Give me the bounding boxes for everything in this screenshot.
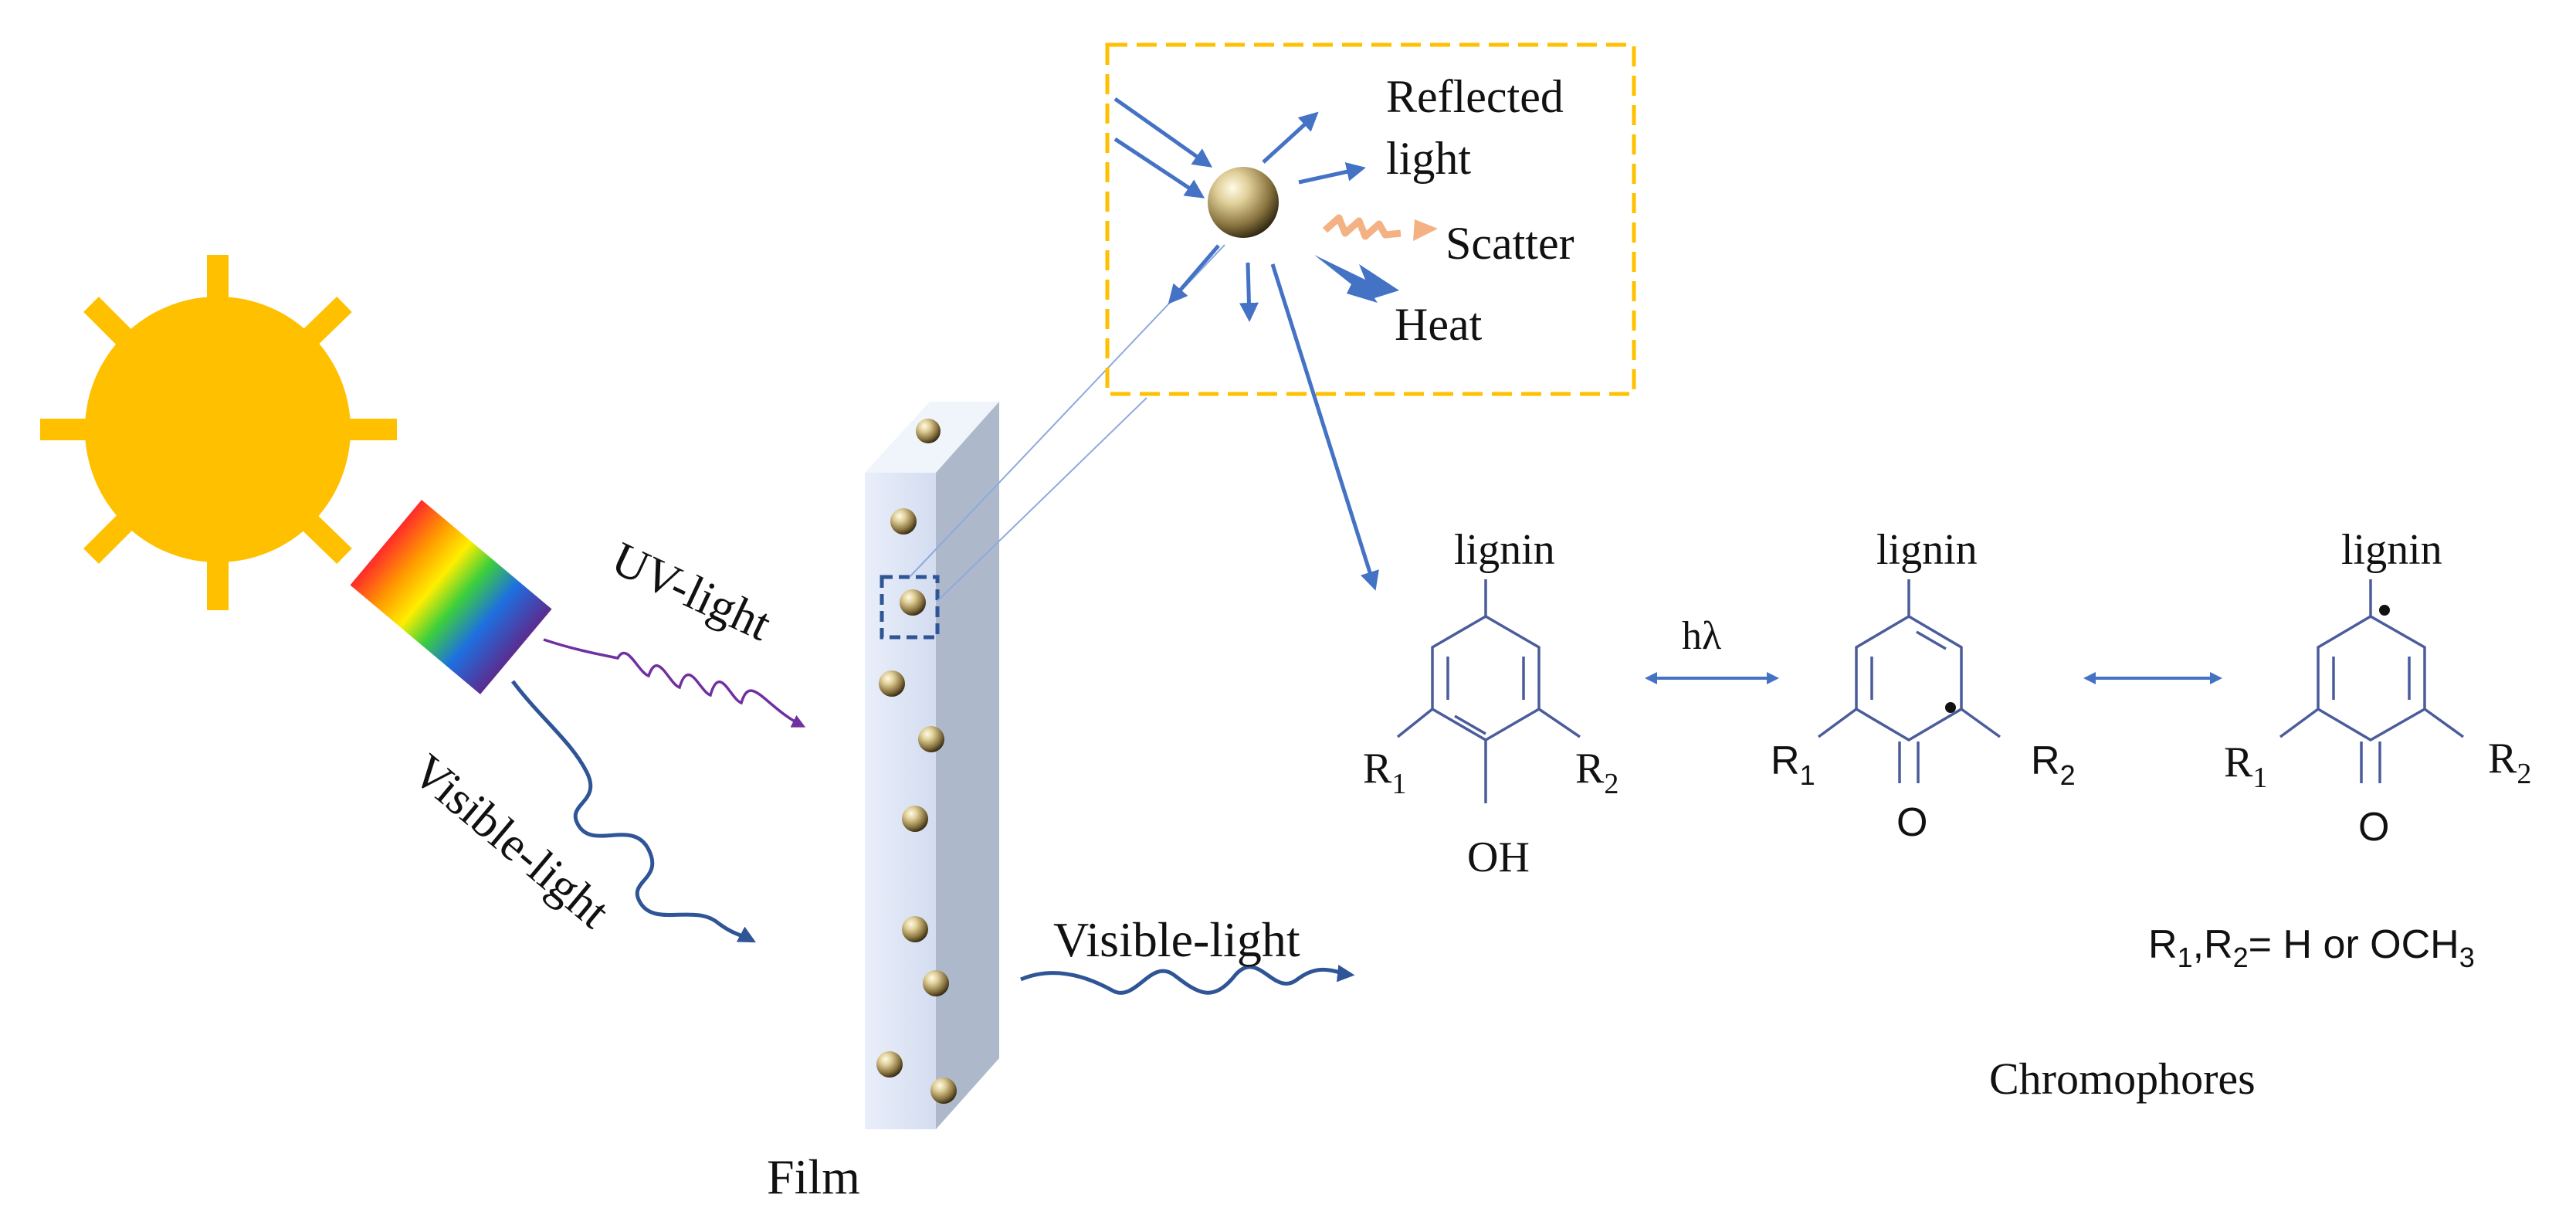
film-particles — [876, 419, 957, 1104]
particle — [890, 508, 917, 535]
scatter-label: Scatter — [1446, 218, 1574, 269]
s1-r2-label: R2 — [1575, 745, 1618, 800]
structure-lignin-phenol — [1396, 579, 1581, 803]
s3-bottom-label: O — [2358, 805, 2389, 850]
film-side-face — [936, 402, 999, 1129]
structure-quinoid-radical — [2279, 579, 2465, 783]
visible-light-incoming-wave — [511, 680, 756, 943]
scatter-arrow — [1323, 214, 1402, 240]
s2-bottom-label: O — [1896, 800, 1927, 845]
uv-light-label: UV-light — [604, 532, 778, 651]
sun-ray — [287, 500, 352, 565]
sun-ray — [83, 297, 147, 360]
s1-top-label: lignin — [1454, 526, 1555, 574]
particle — [923, 970, 949, 996]
sun-ray — [287, 296, 352, 361]
scatter-arrow-head — [1413, 219, 1438, 241]
particle — [902, 916, 928, 942]
particle — [918, 726, 944, 752]
particle — [902, 806, 928, 832]
reflected-ray — [1262, 111, 1319, 164]
s2-top-label: lignin — [1876, 526, 1978, 574]
film-label: Film — [767, 1149, 860, 1204]
s1-r1-label: R1 — [1363, 745, 1406, 800]
reflected-ray — [1239, 262, 1259, 322]
particle — [930, 1078, 957, 1104]
incident-ray — [1113, 97, 1213, 168]
sun-ray — [83, 501, 147, 564]
chromophores-label: Chromophores — [1989, 1054, 2256, 1104]
light-spectrum-icon — [350, 500, 552, 694]
visible-light-outgoing-wave — [1020, 965, 1355, 995]
pointer-arrow — [1270, 263, 1379, 591]
particle — [879, 670, 905, 697]
reflected-light-label-2: light — [1386, 133, 1471, 184]
particle — [876, 1051, 903, 1078]
zoom-line — [937, 397, 1147, 602]
substituent-definition: R1,R2= H or OCH3 — [2148, 922, 2475, 973]
film-front-face — [865, 473, 936, 1129]
s3-r1-label: R1 — [2224, 738, 2267, 794]
uv-light-wave — [543, 638, 806, 728]
zoomed-particle — [1208, 167, 1279, 238]
film-block — [865, 402, 999, 1129]
structure-phenoxy-radical — [1817, 579, 2001, 783]
s2-radical-dot — [1945, 702, 1956, 713]
s3-radical-dot — [2379, 605, 2390, 616]
visible-light-outgoing-label: Visible-light — [1053, 912, 1300, 967]
sun-icon — [40, 255, 397, 610]
reflected-ray — [1298, 162, 1366, 185]
s2-r2-label: R2 — [2031, 738, 2076, 791]
s2-r1-label: R1 — [1771, 738, 1815, 791]
s3-top-label: lignin — [2341, 526, 2442, 574]
sun-disc — [85, 297, 351, 562]
s3-r2-label: R2 — [2488, 735, 2531, 790]
incident-ray — [1113, 137, 1205, 199]
h-lambda-label: hλ — [1682, 614, 1721, 658]
s1-bottom-label: OH — [1467, 833, 1530, 881]
reflected-ray — [1168, 244, 1220, 304]
particle — [900, 589, 926, 616]
particle — [916, 419, 941, 443]
heat-label: Heat — [1395, 299, 1483, 350]
reflected-light-label-1: Reflected — [1386, 71, 1564, 122]
heat-bolt-icon — [1314, 255, 1399, 303]
